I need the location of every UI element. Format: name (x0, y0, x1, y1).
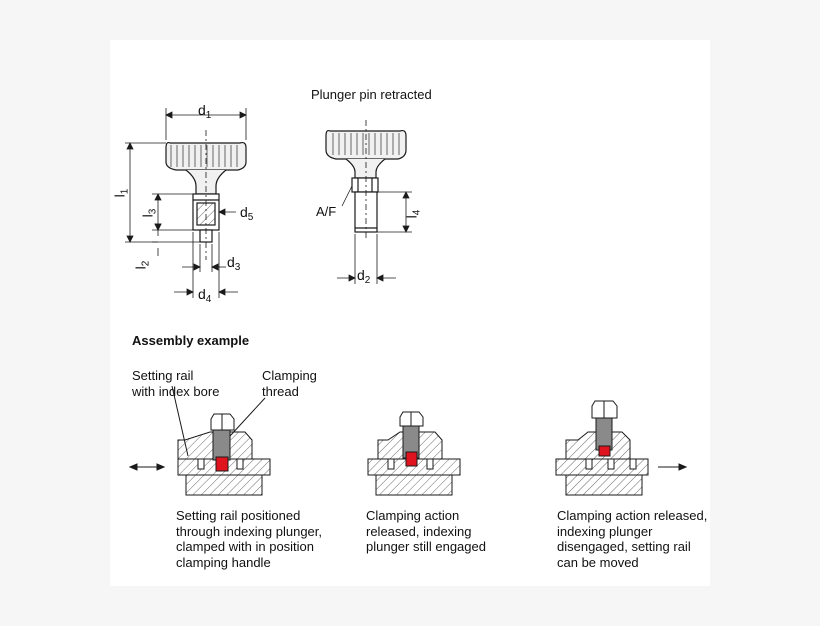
dim-l4: l4 (403, 209, 423, 219)
assembly-heading: Assembly example (132, 333, 250, 348)
assembly-example-3 (555, 400, 649, 496)
caption-example-1: Setting rail positioned through indexing… (176, 508, 323, 570)
dim-d1: d1 (198, 102, 212, 122)
right-dimensions (337, 185, 412, 284)
assembly-example-1 (171, 385, 271, 496)
caption-example-2: Clamping action released, indexing plung… (366, 508, 486, 554)
dim-l1: l1 (111, 188, 131, 198)
dim-d4: d4 (198, 286, 212, 306)
dim-d5: d5 (240, 204, 254, 224)
dim-l2: l2 (132, 260, 152, 270)
plunger-retracted-view (325, 120, 407, 240)
left-arrow-double (128, 463, 166, 471)
left-dimensions (125, 108, 247, 298)
plunger-left-view (165, 130, 247, 260)
setting-rail-label: Setting rail with index bore (132, 368, 220, 399)
af-label: A/F (316, 204, 337, 219)
caption-example-3: Clamping action released, indexing plung… (557, 508, 708, 570)
dim-d3: d3 (227, 254, 241, 274)
right-arrow (658, 463, 688, 471)
retracted-title: Plunger pin retracted (311, 87, 432, 102)
dim-l3: l3 (139, 208, 159, 218)
assembly-example-2 (367, 411, 461, 496)
dim-d2: d2 (357, 267, 371, 287)
clamping-thread-label: Clamping thread (262, 368, 317, 399)
